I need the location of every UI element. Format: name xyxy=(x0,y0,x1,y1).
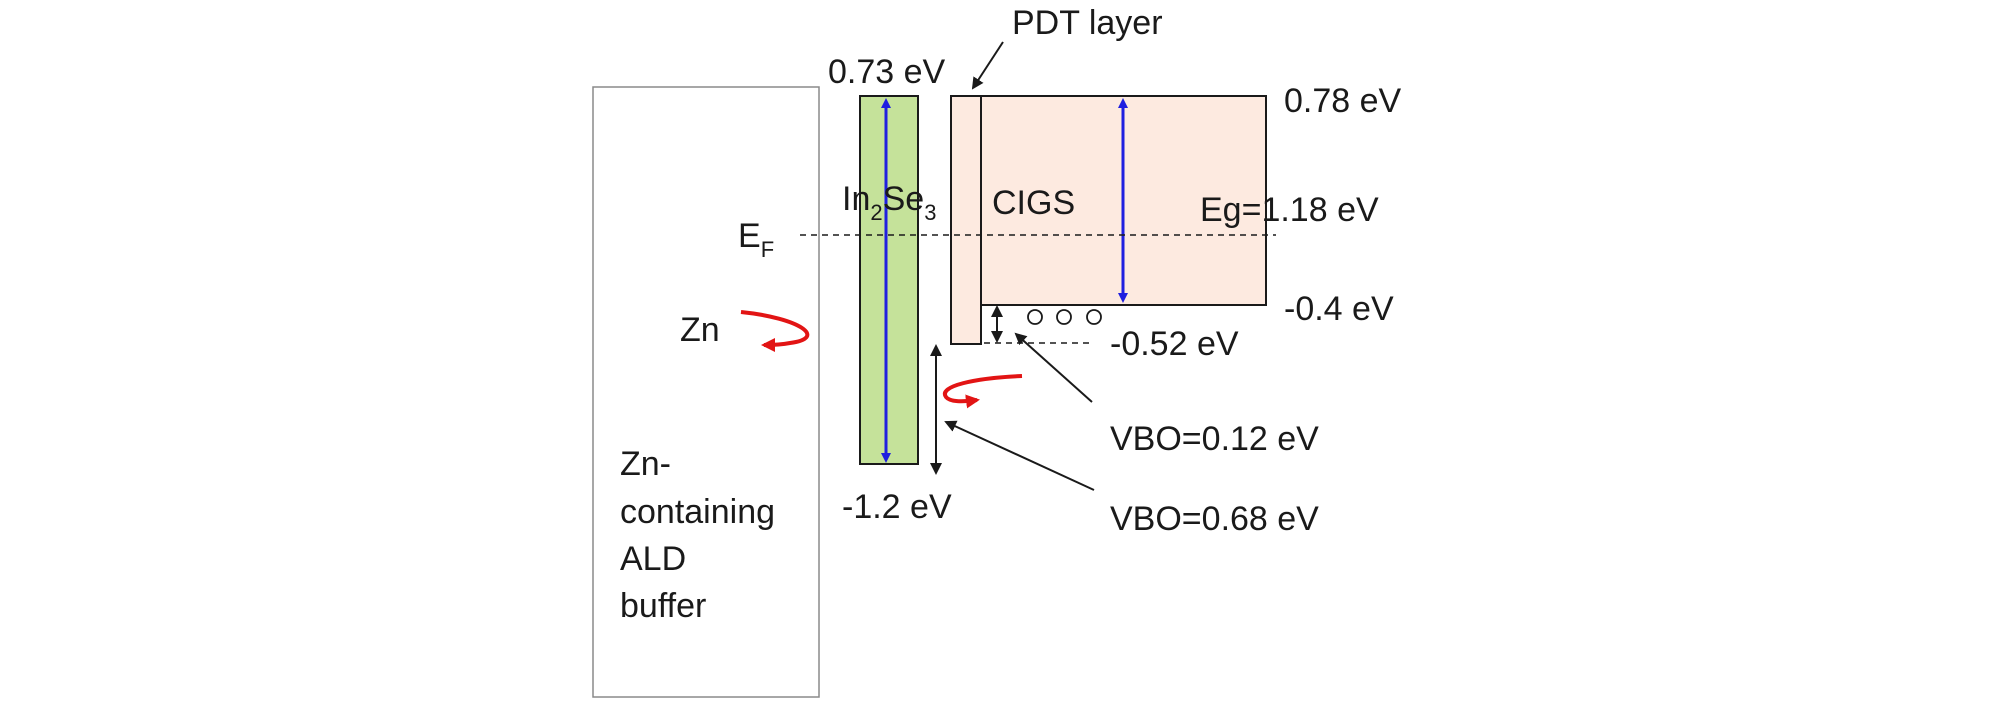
buffer-label-line-3: ALD xyxy=(620,540,686,578)
buffer-label-line-1: Zn- xyxy=(620,445,671,483)
eg-label: Eg=1.18 eV xyxy=(1200,191,1379,229)
cigs-vb-label: -0.4 eV xyxy=(1284,290,1394,328)
vbo-small-label: VBO=0.12 eV xyxy=(1110,420,1319,458)
zn-label: Zn xyxy=(680,311,720,349)
cigs-cb-label: 0.78 eV xyxy=(1284,82,1402,120)
pdt-vb-label: -0.52 eV xyxy=(1110,325,1239,363)
vbo-large-label: VBO=0.68 eV xyxy=(1110,500,1319,538)
pdt-layer xyxy=(950,95,982,345)
pdt-layer-label: PDT layer xyxy=(1012,4,1163,42)
hole xyxy=(1056,309,1072,325)
vbo-small-pointer xyxy=(1014,332,1093,403)
in2se3-label: In2Se3 xyxy=(842,180,936,225)
pdt-layer-pointer xyxy=(971,41,1004,90)
buffer-label-line-2: containing xyxy=(620,493,775,531)
hole xyxy=(1086,309,1102,325)
hole xyxy=(1027,309,1043,325)
vbo-large-pointer xyxy=(944,420,1095,491)
in2se3-vb-label: -1.2 eV xyxy=(842,488,952,526)
interface-diffusion-arrow xyxy=(942,374,1023,409)
in2se3-cb-label: 0.73 eV xyxy=(828,53,946,91)
zn-diffusion-arrow xyxy=(740,310,810,352)
cigs-label: CIGS xyxy=(992,184,1075,222)
fermi-level-label: EF xyxy=(738,217,774,262)
buffer-label-line-4: buffer xyxy=(620,587,706,625)
in2se3-layer xyxy=(859,95,919,465)
ald-buffer-box xyxy=(592,86,820,698)
